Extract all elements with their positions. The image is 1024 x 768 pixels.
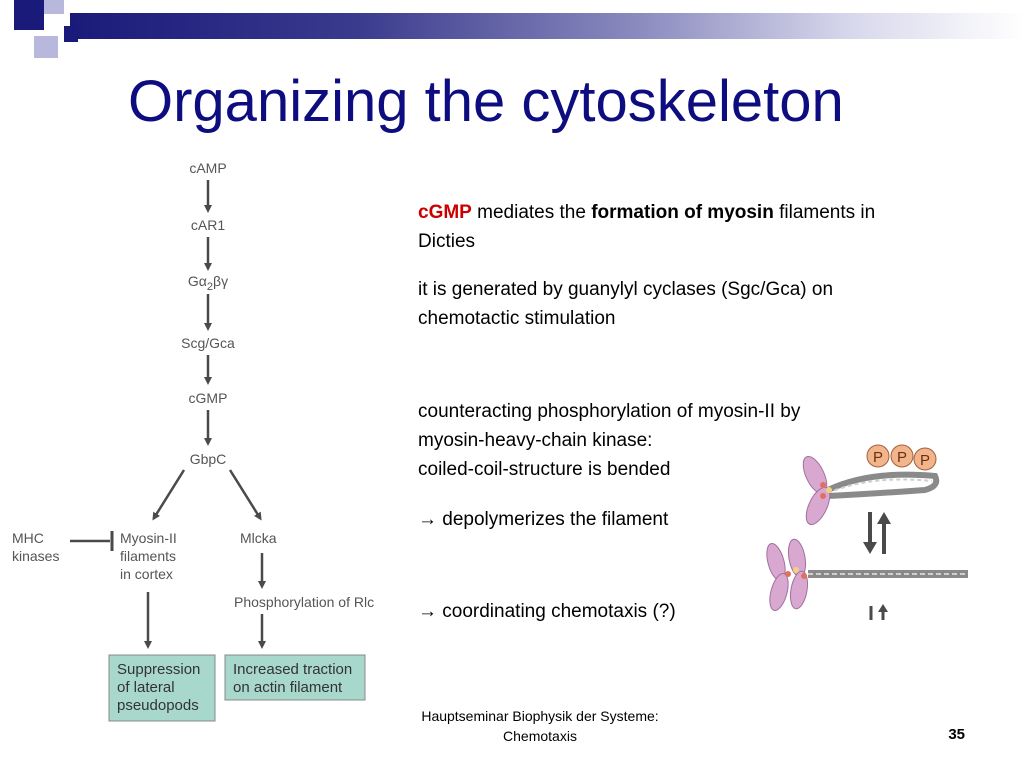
coiled-tail-top-stripe: [827, 478, 933, 494]
light-chain-icon: [826, 487, 832, 493]
page-number: 35: [948, 726, 965, 743]
suppression-box: [108, 654, 216, 722]
phosphate-circle: [913, 447, 937, 471]
node-camp: cAMP: [189, 160, 226, 176]
paragraph-phosphorylation: counteracting phosphorylation of myosin-…: [418, 401, 801, 480]
node-gbpc: GbpC: [190, 451, 227, 467]
corner-square-navy-small: [64, 26, 78, 42]
page-title: Organizing the cytoskeleton: [128, 69, 844, 134]
highlight-cgmp: cGMP: [418, 202, 472, 223]
node-phosphorylation-rlc: Phosphorylation of Rlc: [234, 594, 374, 610]
traction-box: [224, 654, 366, 701]
right-arrow-icon: →: [418, 509, 437, 530]
phosphate-circle: [890, 444, 914, 468]
light-chain-icon: [793, 567, 799, 573]
paragraph-depolymerize: → depolymerizes the filament: [418, 509, 669, 530]
phosphate-label: P: [873, 449, 883, 466]
myosin-head-icon: [789, 570, 809, 610]
right-arrow-icon: →: [418, 601, 437, 622]
paragraph-chemotaxis: → coordinating chemotaxis (?): [418, 601, 676, 622]
paragraph-guanylyl: it is generated by guanylyl cyclases (Sg…: [418, 279, 834, 329]
light-chain-icon: [785, 571, 791, 577]
bold-formation: formation of myosin: [591, 202, 774, 223]
myosin-illustration: P P P: [766, 444, 968, 620]
footer-course-title: Hauptseminar Biophysik der Systeme: Chem…: [421, 708, 659, 744]
light-chain-icon: [820, 493, 826, 499]
arrow-gbpc-mlcka: [228, 469, 262, 521]
corner-square-lavender-2: [34, 36, 58, 58]
node-g-protein: Gα2βγ: [188, 273, 228, 293]
phosphate-label: P: [897, 449, 907, 466]
light-chain-icon: [820, 482, 826, 488]
myosin-head-icon: [769, 573, 789, 611]
light-chain-icon: [801, 573, 807, 579]
coiled-tail-top: [826, 471, 940, 499]
node-cgmp: cGMP: [189, 390, 228, 406]
phosphate-circle: [866, 444, 890, 468]
arrow-gbpc-myosin: [152, 469, 186, 521]
phosphate-label: P: [920, 452, 930, 469]
node-car1: cAR1: [191, 217, 225, 233]
header-gradient-bar: [70, 13, 1024, 39]
corner-square-lavender: [44, 0, 64, 14]
paragraph-cgmp: cGMP mediates the formation of myosin fi…: [418, 202, 876, 252]
node-mlcka: Mlcka: [240, 530, 277, 546]
corner-square-navy: [14, 0, 44, 30]
node-scg-gca: Scg/Gca: [181, 335, 235, 351]
corner-square-white: [50, 16, 64, 30]
